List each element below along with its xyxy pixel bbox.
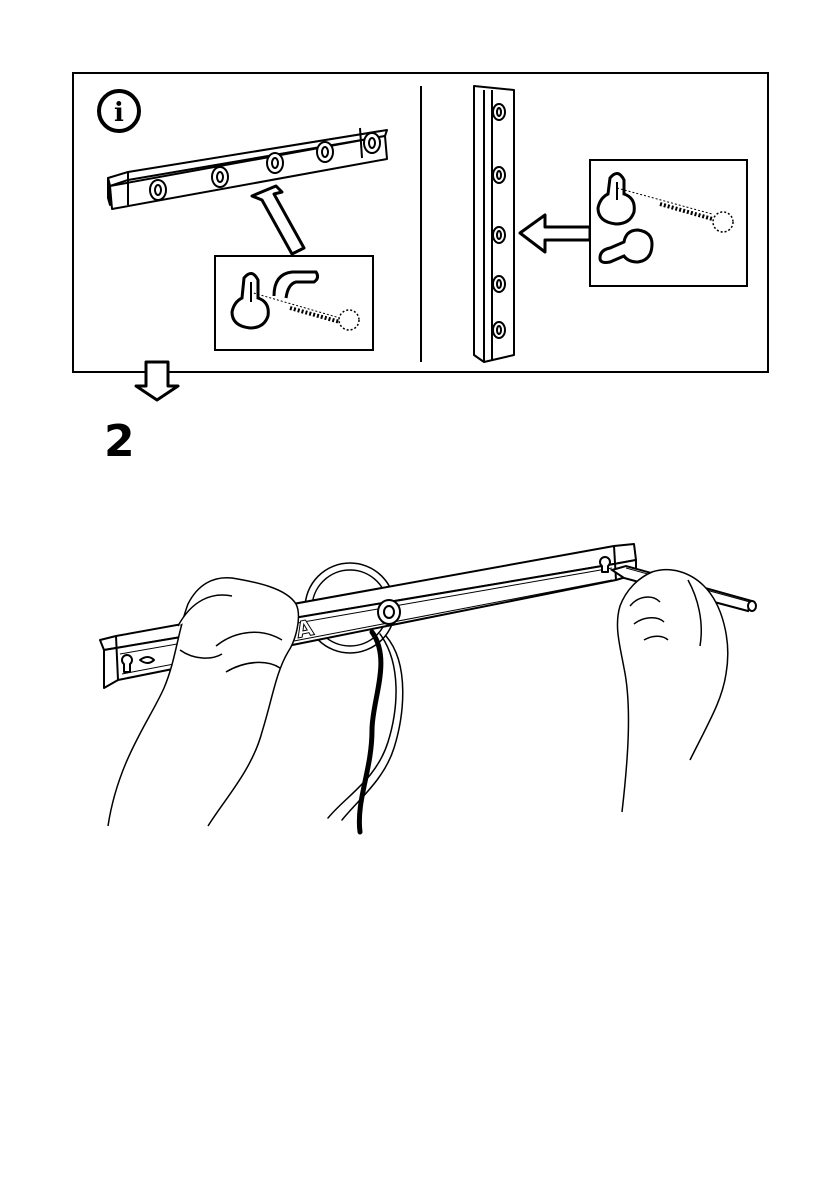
right-hand <box>617 570 727 812</box>
info-icon-letter: i <box>114 98 124 128</box>
info-panel: i <box>0 0 840 420</box>
left-inset-detail <box>215 256 373 350</box>
rail-marking: A <box>294 616 316 644</box>
wall-outlet <box>305 563 395 653</box>
info-icon: i <box>99 91 139 131</box>
pencil-icon <box>612 566 756 611</box>
right-inset-detail <box>590 160 747 286</box>
vertical-rail-illustration <box>474 86 514 362</box>
left-hand <box>108 578 298 826</box>
step-number: 2 <box>104 420 135 464</box>
cables <box>328 632 403 832</box>
mounting-rail <box>100 544 636 688</box>
